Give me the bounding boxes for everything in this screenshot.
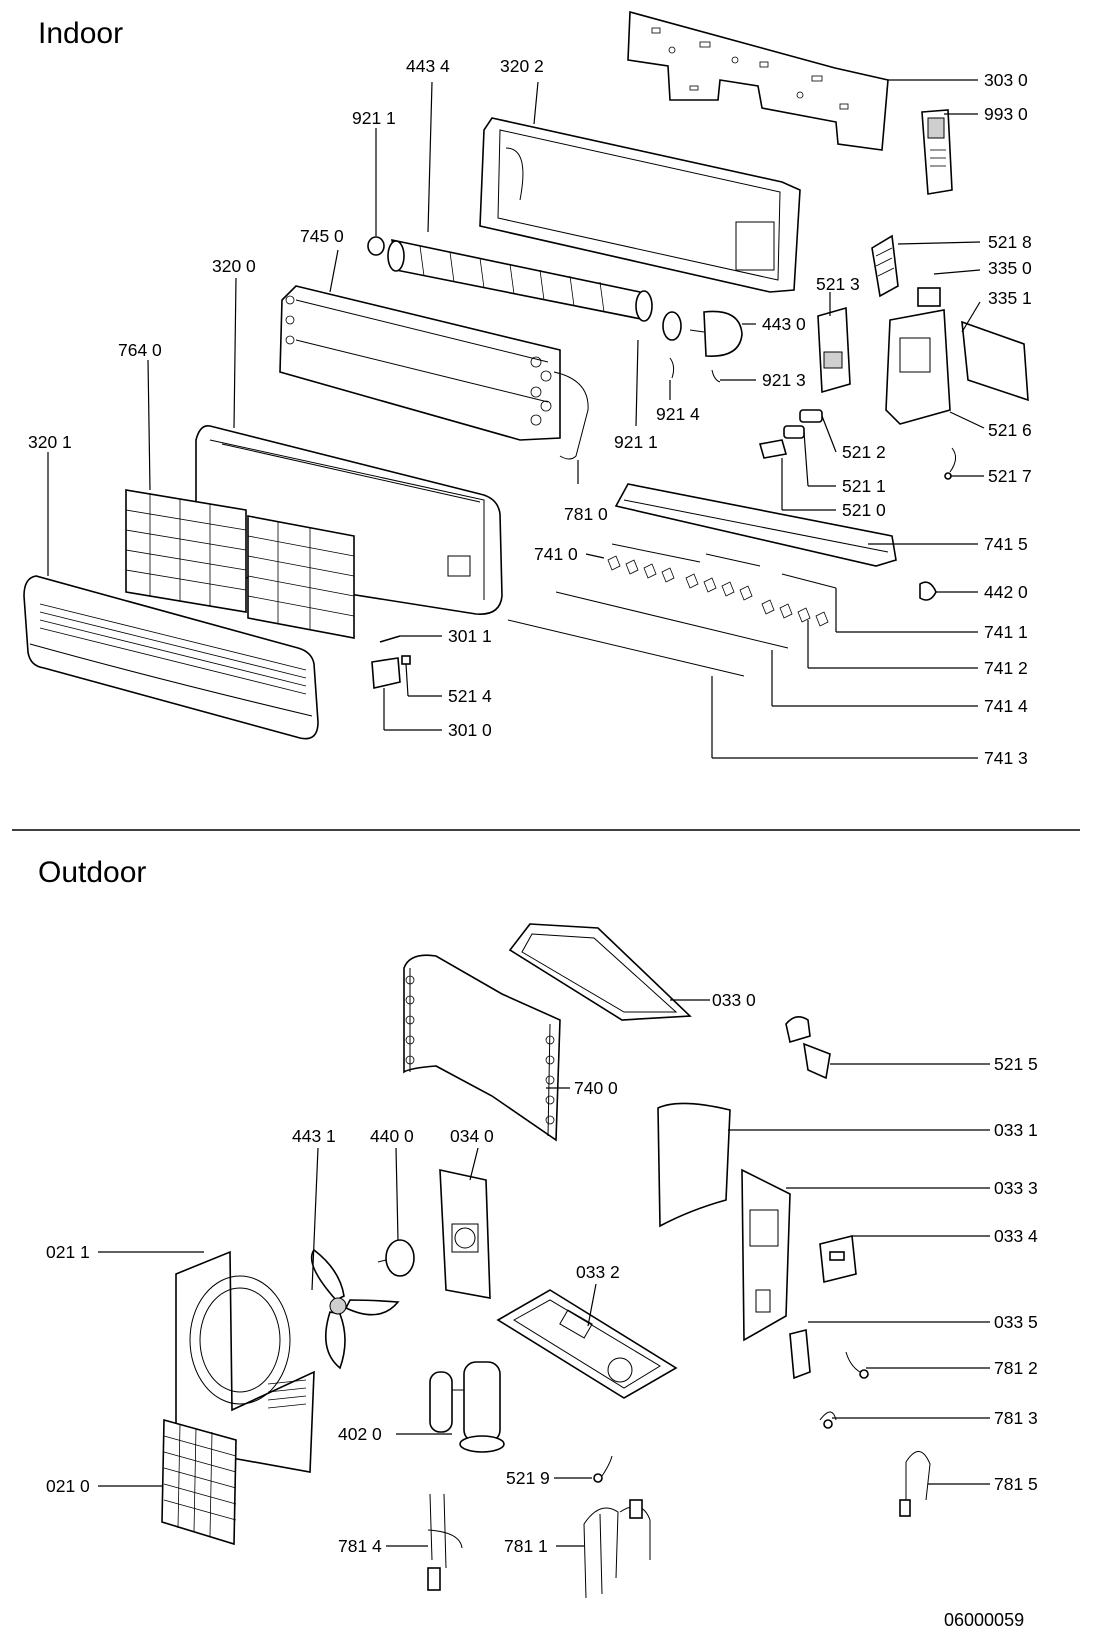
air-filter-drawing [125, 489, 355, 639]
outdoor-fan-motor-drawing [377, 1239, 415, 1277]
outdoor-labels: 033 0 521 5 740 0 033 1 443 1 440 0 034 … [46, 990, 1038, 1556]
label-521-5: 521 5 [994, 1054, 1038, 1074]
label-320-1: 320 1 [28, 432, 72, 452]
label-521-0: 521 0 [842, 500, 886, 520]
remote-control-drawing [921, 109, 953, 195]
label-521-3: 521 3 [816, 274, 860, 294]
top-cover-drawing [508, 923, 692, 1021]
sensor-parts-drawing [819, 1351, 931, 1517]
label-303-0: 303 0 [984, 70, 1028, 90]
crossflow-fan-drawing [387, 238, 653, 322]
label-301-0: 301 0 [448, 720, 492, 740]
label-741-0: 741 0 [534, 544, 578, 564]
outdoor-title: Outdoor [38, 856, 146, 889]
indoor-leader-lines [47, 79, 985, 759]
compressor-drawing [429, 1361, 505, 1453]
label-521-9: 521 9 [506, 1468, 550, 1488]
label-335-1: 335 1 [988, 288, 1032, 308]
display-parts-drawing [371, 635, 411, 689]
base-pan-drawing [496, 1289, 678, 1399]
label-402-0: 402 0 [338, 1424, 382, 1444]
label-781-4: 781 4 [338, 1536, 382, 1556]
label-521-7: 521 7 [988, 466, 1032, 486]
drawing-code: 06000059 [944, 1610, 1024, 1630]
label-993-0: 993 0 [984, 104, 1028, 124]
label-521-8: 521 8 [988, 232, 1032, 252]
outdoor-leader-lines [98, 999, 990, 1547]
capacitor-drawing [785, 1016, 831, 1080]
propeller-fan-drawing [310, 1248, 400, 1370]
evaporator-drawing [279, 285, 561, 441]
label-033-2: 033 2 [576, 1262, 620, 1282]
louver-assembly-drawing [507, 483, 937, 677]
label-740-0: 740 0 [574, 1078, 618, 1098]
label-335-0: 335 0 [988, 258, 1032, 278]
label-764-0: 764 0 [118, 340, 162, 360]
indoor-labels: 303 0 993 0 443 4 320 2 921 1 745 0 320 … [28, 56, 1032, 768]
indoor-section: Indoor [23, 10, 1032, 768]
label-443-1: 443 1 [292, 1126, 336, 1146]
label-034-0: 034 0 [450, 1126, 494, 1146]
label-033-3: 033 3 [994, 1178, 1038, 1198]
valve-assembly-781-1-drawing [583, 1499, 651, 1599]
label-745-0: 745 0 [300, 226, 344, 246]
control-box-drawing [817, 234, 1029, 425]
label-443-0: 443 0 [762, 314, 806, 334]
label-320-2: 320 2 [500, 56, 544, 76]
label-521-2: 521 2 [842, 442, 886, 462]
rear-grille-drawing [161, 1418, 237, 1546]
label-301-1: 301 1 [448, 626, 492, 646]
right-panel-drawing [741, 1168, 791, 1342]
valve-assembly-781-4-drawing [427, 1493, 463, 1591]
indoor-title: Indoor [38, 17, 123, 50]
label-442-0: 442 0 [984, 582, 1028, 602]
front-panel-drawing [23, 575, 319, 740]
label-781-5: 781 5 [994, 1474, 1038, 1494]
small-electrical-parts-drawing [758, 409, 956, 480]
terminal-bracket-drawing [789, 1328, 811, 1380]
label-521-1: 521 1 [842, 476, 886, 496]
sensor-521-9-drawing [593, 1455, 613, 1483]
label-521-4: 521 4 [448, 686, 492, 706]
side-panel-drawing [657, 1102, 731, 1228]
cover-plate-drawing [819, 1235, 857, 1283]
chassis-drawing [479, 117, 801, 293]
label-781-1: 781 1 [504, 1536, 548, 1556]
bearing-upper-drawing [367, 236, 385, 256]
label-921-1-lower: 921 1 [614, 432, 658, 452]
condenser-coil-drawing [403, 954, 561, 1142]
label-781-3: 781 3 [994, 1408, 1038, 1428]
label-741-5: 741 5 [984, 534, 1028, 554]
label-921-1-upper: 921 1 [352, 108, 396, 128]
label-440-0: 440 0 [370, 1126, 414, 1146]
label-443-4: 443 4 [406, 56, 450, 76]
label-921-3: 921 3 [762, 370, 806, 390]
outdoor-section: Outdoor [38, 856, 1038, 1630]
label-921-4: 921 4 [656, 404, 700, 424]
label-781-2: 781 2 [994, 1358, 1038, 1378]
label-741-2: 741 2 [984, 658, 1028, 678]
label-521-6: 521 6 [988, 420, 1032, 440]
label-033-4: 033 4 [994, 1226, 1038, 1246]
label-033-0: 033 0 [712, 990, 756, 1010]
label-741-4: 741 4 [984, 696, 1028, 716]
label-741-3: 741 3 [984, 748, 1028, 768]
label-021-1: 021 1 [46, 1242, 90, 1262]
label-033-5: 033 5 [994, 1312, 1038, 1332]
label-781-0: 781 0 [564, 504, 608, 524]
label-741-1: 741 1 [984, 622, 1028, 642]
label-320-0: 320 0 [212, 256, 256, 276]
mounting-plate-drawing [627, 10, 889, 151]
label-033-1: 033 1 [994, 1120, 1038, 1140]
label-021-0: 021 0 [46, 1476, 90, 1496]
pipe-781-0-drawing [553, 371, 589, 460]
fan-motor-drawing [662, 310, 743, 383]
motor-bracket-drawing [439, 1168, 491, 1299]
